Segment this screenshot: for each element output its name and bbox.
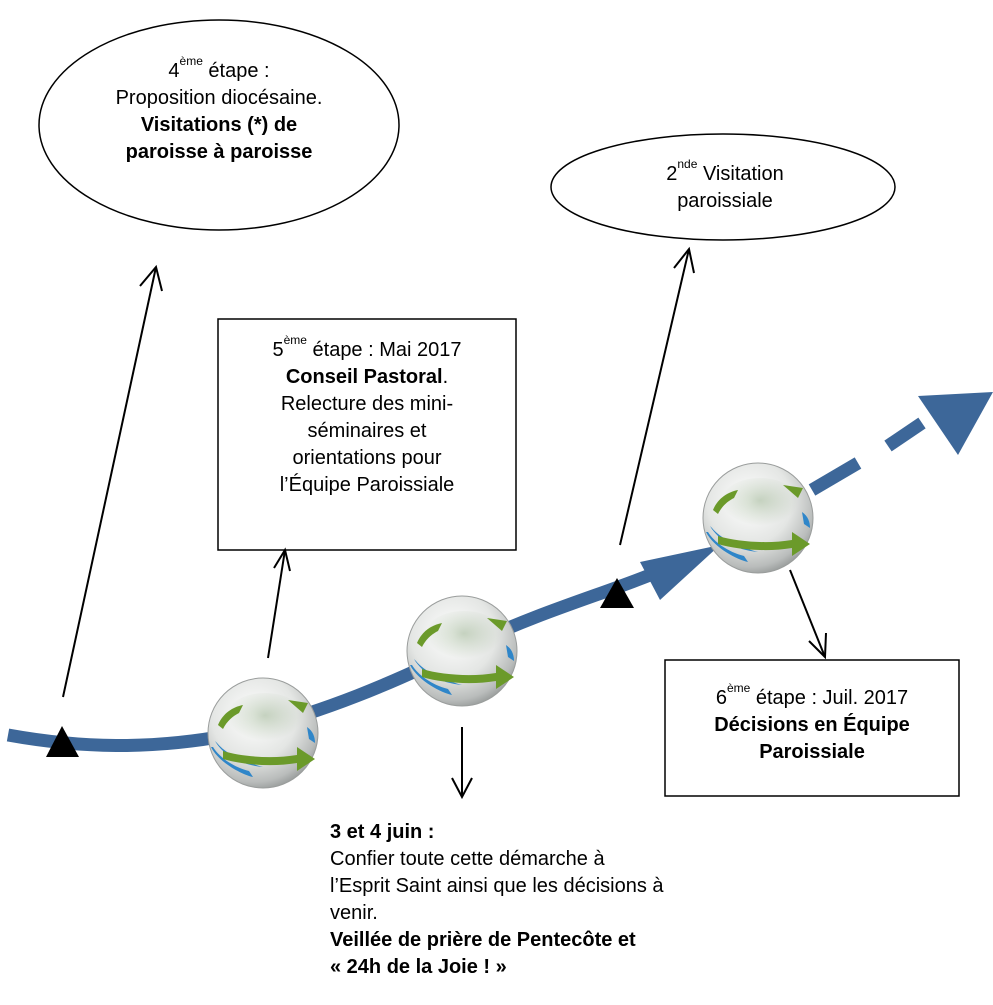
step5-period: . (442, 366, 449, 388)
step6-text: 6ème étape : Juil. 2017 Décisions en Équ… (669, 682, 955, 766)
step6-number: 6 (715, 687, 727, 709)
step4-line2: Proposition diocésaine. (115, 87, 323, 109)
step6-sup: ème (726, 681, 751, 696)
visit2-suffix: Visitation (697, 163, 784, 185)
visit2-line2: paroissiale (677, 190, 773, 212)
step6-bold1: Décisions en Équipe (714, 714, 910, 736)
connector-arrows (62, 246, 827, 800)
june-line: l’Esprit Saint ainsi que les décisions à (330, 875, 664, 897)
june-line: Confier toute cette démarche à (330, 848, 605, 870)
step5-number: 5 (272, 339, 284, 361)
timeline-arrowhead (640, 545, 720, 600)
step6-box (664, 659, 960, 797)
globe-icon (406, 595, 518, 707)
triangle-marker-icon (46, 726, 79, 757)
visit2-heading: 2nde Visitation (600, 158, 850, 188)
step4-number: 4 (168, 60, 180, 82)
step4-text: 4ème étape : Proposition diocésaine. Vis… (69, 55, 369, 166)
step4-bold1: Visitations (*) de (140, 114, 298, 136)
step4-ellipse (38, 19, 400, 231)
step5-line: Relecture des mini- (280, 393, 454, 415)
timeline-end-arrowhead (918, 392, 993, 455)
visit2-number: 2 (666, 163, 678, 185)
step5-line: orientations pour (292, 447, 442, 469)
step5-sup: ème (283, 333, 307, 348)
june-bold1: Veillée de prière de Pentecôte et (330, 929, 636, 951)
globe-icon (702, 462, 814, 574)
june-line: venir. (330, 902, 378, 924)
timeline-path (6, 568, 653, 753)
step4-heading: 4ème étape : (69, 55, 369, 85)
timeline-dashes (808, 417, 926, 496)
step4-sup: ème (179, 54, 203, 69)
step5-box (217, 318, 517, 551)
step6-heading: 6ème étape : Juil. 2017 (669, 682, 955, 712)
step5-heading: 5ème étape : Mai 2017 (222, 334, 512, 364)
visit2-text: 2nde Visitation paroissiale (600, 158, 850, 215)
step4-bold2: paroisse à paroisse (125, 141, 313, 163)
step5-line: séminaires et (307, 420, 427, 442)
step6-bold2: Paroissiale (759, 741, 865, 763)
june-title: 3 et 4 juin : (330, 821, 435, 843)
globe-icon (207, 677, 319, 789)
step5-text: 5ème étape : Mai 2017 Conseil Pastoral. … (222, 334, 512, 499)
step5-line: l’Équipe Paroissiale (279, 474, 455, 496)
visit2-sup: nde (677, 157, 698, 172)
triangle-marker-icon (600, 578, 634, 608)
step5-suffix: étape : Mai 2017 (306, 339, 462, 361)
step6-suffix: étape : Juil. 2017 (750, 687, 909, 709)
june-bold2: « 24h de la Joie ! » (330, 956, 507, 978)
visit2-ellipse (550, 133, 896, 241)
step5-bold: Conseil Pastoral (285, 366, 443, 388)
step4-suffix: étape : (202, 60, 270, 82)
june-text: 3 et 4 juin : Confier toute cette démarc… (330, 819, 750, 981)
